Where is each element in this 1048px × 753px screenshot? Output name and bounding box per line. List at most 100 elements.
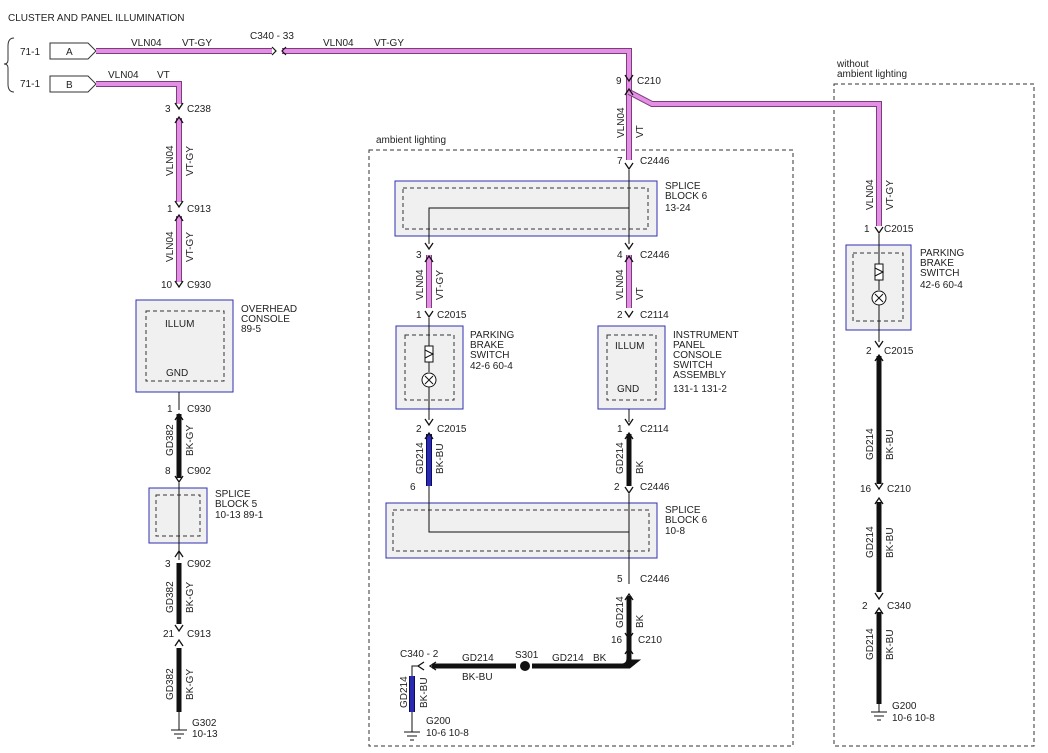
- c930-pin: 10: [161, 280, 173, 291]
- right-pb-ref: 42-6 60-4: [920, 280, 963, 291]
- instrument-panel-switch-box: [597, 325, 666, 410]
- center-pb-pin: 1: [416, 310, 422, 321]
- c913b-label: C913: [187, 629, 211, 640]
- w1-circuit: VLN04: [165, 145, 176, 176]
- diagram-title: CLUSTER AND PANEL ILLUMINATION: [8, 13, 185, 24]
- center-r2-conn: C2446: [640, 482, 670, 493]
- w5-circuit: GD382: [165, 668, 176, 700]
- center-ip-gd-circuit: GD214: [615, 442, 626, 474]
- c902-pin: 8: [165, 466, 171, 477]
- c2446-pin: 7: [617, 156, 623, 167]
- center-ground-wires: [409, 434, 642, 712]
- center-l-color: VT-GY: [435, 270, 446, 300]
- right-c340-pin: 2: [862, 601, 868, 612]
- center-h2-circuit: GD214: [552, 653, 584, 664]
- c902b-label: C902: [187, 559, 211, 570]
- connector-a: [49, 42, 97, 60]
- right-w4-circuit: GD214: [865, 628, 876, 660]
- center-g-circuit: GD214: [399, 676, 410, 708]
- splice-block-5-ref: 10-13 89-1: [215, 510, 264, 521]
- ground-g302-icon: [171, 712, 187, 739]
- c340-33-connector: [271, 46, 287, 56]
- ip-illum-label: ILLUM: [615, 341, 644, 352]
- center-g200-ref: 10-6 10-8: [426, 728, 469, 739]
- w1-color: VT-GY: [185, 146, 196, 176]
- center-h-circuit: GD214: [462, 653, 494, 664]
- splice-s301-dot: [520, 661, 530, 671]
- right-c210-label: C210: [887, 484, 911, 495]
- wire-a2-circuit: VLN04: [323, 38, 354, 49]
- center-pb-gd-color: BK-BU: [435, 443, 446, 474]
- center-pb-conn: C2015: [437, 310, 467, 321]
- center-bot-color: BK: [635, 614, 646, 628]
- right-c210-pin: 16: [860, 484, 872, 495]
- wire-a-circuit: VLN04: [131, 38, 162, 49]
- center-r5-conn: C2446: [640, 574, 670, 585]
- violet-wires: [96, 48, 882, 308]
- c902-label: C902: [187, 466, 211, 477]
- w2-color: VT-GY: [185, 232, 196, 262]
- splice-block-6-bottom-ref: 10-8: [665, 526, 685, 537]
- center-r-color: VT: [635, 287, 646, 300]
- right-pb-pin: 1: [864, 224, 870, 235]
- c913-label: C913: [187, 204, 211, 215]
- w5-color: BK-GY: [185, 669, 196, 700]
- wire-b-color: VT: [157, 70, 170, 81]
- right-g200-ref: 10-6 10-8: [892, 713, 935, 724]
- wire-b-circuit: VLN04: [108, 70, 139, 81]
- right-w3-color: BK-BU: [885, 527, 896, 558]
- w3-color: BK-GY: [185, 425, 196, 456]
- connector-a-label: A: [66, 47, 73, 58]
- ambient-lighting-region: [368, 149, 794, 747]
- center-r-pin: 4: [617, 250, 623, 261]
- center-w-color: VT: [635, 125, 646, 138]
- splice-block-6-top-ref: 13-24: [665, 203, 691, 214]
- c902b-pin: 3: [165, 559, 171, 570]
- c913b-pin: 21: [163, 629, 175, 640]
- center-pb-gd-circuit: GD214: [415, 442, 426, 474]
- center-pb-ref: 42-6 60-4: [470, 361, 513, 372]
- center-w-circuit: VLN04: [616, 107, 627, 138]
- w2-circuit: VLN04: [165, 231, 176, 262]
- center-r-circuit: VLN04: [615, 269, 626, 300]
- w4-circuit: GD382: [165, 581, 176, 613]
- center-c210b-label: C210: [638, 635, 662, 646]
- w4-color: BK-GY: [185, 582, 196, 613]
- center-c340-label: C340 - 2: [400, 649, 439, 660]
- ground-g200-center-icon: [404, 712, 420, 741]
- overhead-console-box: [135, 299, 234, 393]
- center-ip-out-pin: 1: [617, 424, 623, 435]
- right-w-circuit: VLN04: [865, 179, 876, 210]
- w3-circuit: GD382: [165, 424, 176, 456]
- center-ip-gd-color: BK: [635, 460, 646, 474]
- wire-a2-color: VT-GY: [374, 38, 404, 49]
- center-pb-out-pin: 2: [416, 424, 422, 435]
- source-brace: [3, 37, 15, 93]
- center-l-pin: 3: [416, 250, 422, 261]
- ref-71-1-a: 71-1: [20, 47, 40, 58]
- right-pb-conn: C2015: [884, 224, 914, 235]
- center-r5-pin: 5: [617, 574, 623, 585]
- overhead-console-ref: 89-5: [241, 324, 261, 335]
- c210-label: C210: [637, 76, 661, 87]
- ground-g200-right-icon: [871, 704, 887, 721]
- ip-gnd-label: GND: [617, 384, 639, 395]
- c930b-label: C930: [187, 404, 211, 415]
- g302-ref: 10-13: [192, 729, 218, 740]
- center-ip-conn: C2114: [640, 310, 669, 321]
- center-c210b-pin: 16: [611, 635, 623, 646]
- right-w-color: VT-GY: [885, 180, 896, 210]
- c2446-label: C2446: [640, 156, 670, 167]
- c930-label: C930: [187, 280, 211, 291]
- overhead-illum-label: ILLUM: [165, 319, 194, 330]
- center-switch-lamp-icon: [421, 318, 437, 420]
- overhead-gnd-label: GND: [166, 368, 188, 379]
- right-pb-out-conn: C2015: [884, 346, 914, 357]
